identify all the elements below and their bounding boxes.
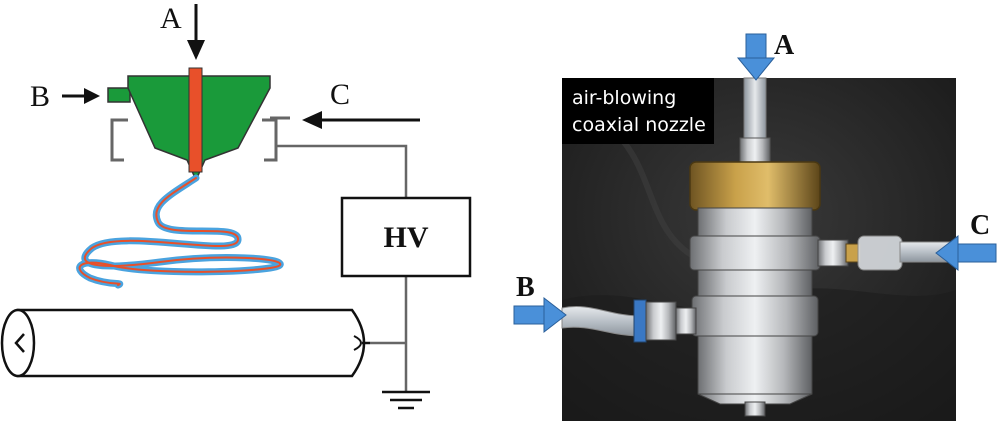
caption-box [562,78,714,144]
nozzle-housing [697,207,813,239]
photo-label-c: C [970,210,990,241]
schematic-panel: A B C [0,2,472,410]
jet-fiber [76,174,284,289]
ground-icon [382,390,430,410]
core-needle [188,67,203,173]
caption-line-2: coaxial nozzle [572,114,706,136]
arrow-a-head [187,40,205,60]
photo-label-b: B [516,272,535,303]
hv-box [340,196,472,278]
hv-label: HV [384,221,429,254]
schematic-label-a: A [160,2,182,35]
photo-arrows: A B C [513,30,997,334]
wiring [276,144,408,392]
brass-cap [689,161,821,211]
photo-arrow-b-icon [513,296,567,334]
arrow-b-head [84,88,100,104]
photo-label-a: A [774,30,795,61]
collector-drum [0,308,370,378]
schematic-label-b: B [30,80,50,113]
photo-arrow-c-icon [935,234,997,272]
photo-arrow-a-icon [736,33,776,81]
caption-line-1: air-blowing [572,87,676,109]
schematic-label-c: C [330,78,350,111]
arrow-c-head [302,111,322,129]
nozzle-tip [744,401,766,417]
photo-panel: air-blowing coaxial nozzle [561,77,957,421]
